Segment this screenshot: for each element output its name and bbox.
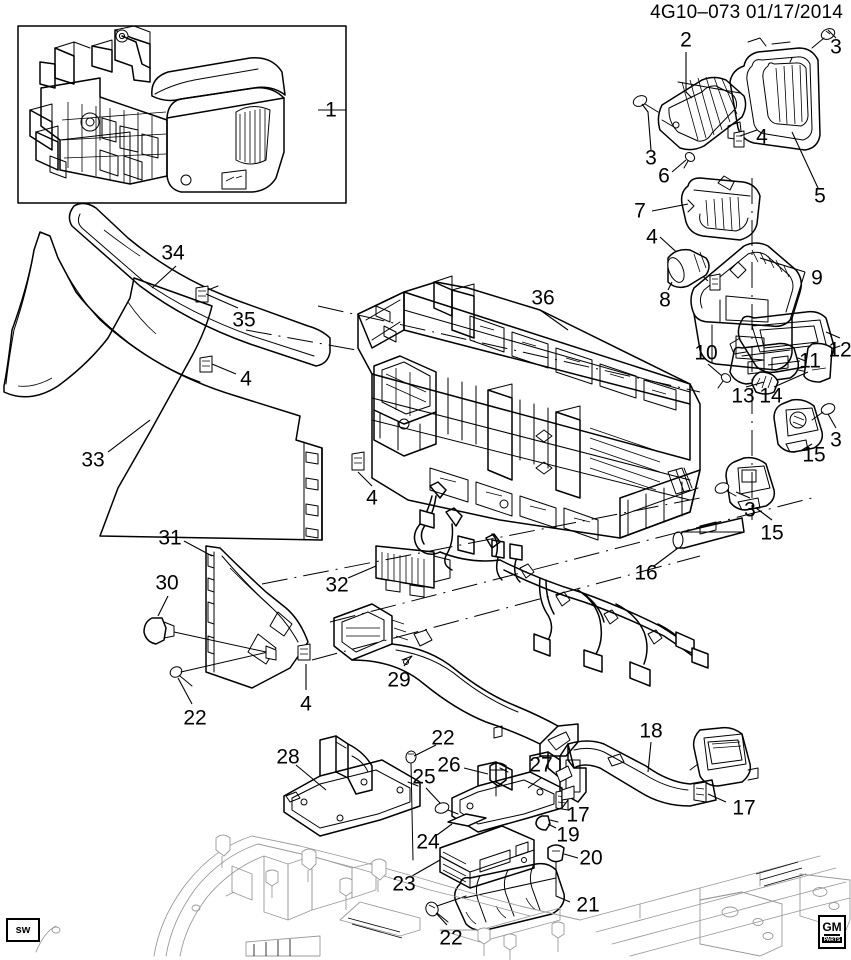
callout-amplifier-module: 23 [392, 872, 416, 896]
callout-console-rear-air-outlet-housing: 7 [634, 199, 646, 223]
callout-clip-retainer: 4 [240, 367, 252, 391]
gm-divider [824, 934, 840, 936]
callout-floor-heat-shield: 21 [576, 893, 600, 917]
screw-3a [811, 28, 836, 49]
clip-4e [297, 643, 311, 661]
gm-parts-text: PARTS [821, 937, 843, 943]
bushing-8 [667, 248, 710, 289]
callout-clip-retainer: 4 [366, 486, 378, 510]
gm-logo-text: GM [822, 920, 842, 934]
latch-switch-group [707, 310, 841, 395]
callout-bushing-sleeve: 8 [659, 288, 671, 312]
screw-3d [714, 482, 737, 497]
mounting-brackets-group [653, 398, 837, 567]
nut-20 [547, 844, 565, 897]
clip-4c [351, 451, 365, 471]
sheet-code-text: sw [15, 924, 31, 936]
callout-bolt-screw: 22 [439, 926, 463, 950]
callout-clip-retainer: 4 [646, 225, 658, 249]
inset-carrier-structure [29, 25, 168, 185]
floor-pan-phantom [35, 834, 851, 960]
callout-console-bin-liner: 2 [680, 28, 692, 52]
heat-shield-21 [453, 862, 565, 932]
clip-4a [733, 130, 745, 148]
callout-console-mounting-bracket: 15 [760, 521, 784, 545]
sheet-code-badge: sw [6, 918, 40, 942]
callout-console-side-trim-panel: 9 [811, 266, 823, 290]
callout-duct-clip: 17 [566, 803, 590, 827]
callout-screw: 3 [830, 35, 842, 59]
clip-4b [709, 273, 721, 291]
screw-3b [632, 95, 659, 113]
callout-shim-pad: 24 [416, 830, 440, 854]
bolt-22c [425, 901, 449, 923]
callout-bolt-screw: 22 [183, 706, 207, 730]
bolt-22a [169, 666, 193, 687]
assembly-centerlines [245, 178, 813, 661]
shim-24 [447, 813, 487, 827]
callout-bolt-stud: 26 [437, 753, 461, 777]
callout-nut-grommet: 20 [579, 846, 603, 870]
callout-grommet-bumper: 13 [731, 384, 755, 408]
screw-25 [434, 802, 459, 815]
reinforcement-16 [672, 517, 745, 549]
callout-console-wiring-harness: 32 [325, 573, 349, 597]
screw-10 [717, 373, 732, 389]
plug-14 [803, 342, 833, 383]
console-bin-liner-group [632, 28, 837, 189]
callout-reinforcement-bar: 16 [634, 561, 658, 585]
callout-rubber-plug: 14 [759, 384, 783, 408]
callout-screw: 3 [645, 146, 657, 170]
lower-support-bracket-group [283, 735, 421, 837]
callout-console-center-bracket: 27 [529, 753, 553, 777]
callout-clip-retainer: 4 [300, 692, 312, 716]
callout-console-rear-air-duct: 29 [387, 668, 411, 692]
callout-console-rear-side-panel: 31 [158, 526, 182, 550]
callout-knob-cap: 30 [155, 571, 179, 595]
callout-clip-retainer: 4 [756, 125, 768, 149]
lower-hardware-group [405, 744, 579, 932]
amplifier-23 [439, 825, 535, 889]
knob-30 [143, 617, 175, 645]
screw-3c [811, 403, 836, 421]
manufacturer-badge: GM PARTS [818, 915, 846, 949]
callout-console-side-panel-left: 33 [81, 448, 105, 472]
callout-screw: 3 [744, 498, 756, 522]
callout-clip: 35 [232, 308, 256, 332]
callout-console-front-air-duct: 18 [639, 719, 663, 743]
clip-4d [199, 355, 213, 373]
callout-push-pin-retainer: 19 [556, 823, 580, 847]
callout-bolt-screw: 22 [431, 726, 455, 750]
callout-latch-striker-bracket: 11 [799, 349, 821, 373]
callout-screw: 3 [830, 428, 842, 452]
callout-console-mounting-bracket: 15 [802, 443, 826, 467]
wiring-harness-group [347, 481, 709, 687]
clip-35 [195, 285, 219, 303]
bolt-22b [405, 750, 417, 861]
left-trim-group [3, 202, 331, 705]
callout-console-lower-support-bracket: 28 [276, 745, 300, 769]
console-main-frame-group [351, 275, 701, 541]
callout-duct-clip: 17 [732, 796, 756, 820]
callout-console-upper-trim-molding: 34 [161, 241, 185, 265]
callout-console-main-frame-carrier: 36 [531, 286, 555, 310]
push-pin-19 [535, 815, 559, 831]
inset-assembly-group [17, 25, 347, 204]
drawing-header-text: 4G10–073 01/17/2014 [650, 2, 843, 23]
rear-air-outlet-group [651, 152, 761, 241]
callout-screw: 25 [412, 765, 436, 789]
callout-screw: 10 [694, 341, 718, 365]
grommet-13 [751, 371, 779, 395]
callout-console-rear-trim-panel: 5 [814, 184, 826, 208]
duct-clip-17a [693, 781, 707, 803]
callout-switch-module: 12 [828, 338, 851, 362]
callout-console-assembly-inset: 1 [325, 98, 337, 122]
inset-console-shell [151, 57, 286, 193]
callout-screw-long: 6 [658, 164, 670, 188]
rear-air-duct-group [333, 603, 579, 757]
